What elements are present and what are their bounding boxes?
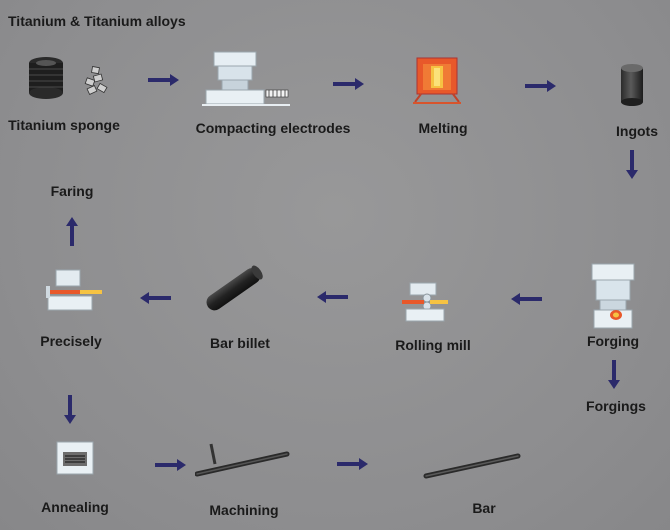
precision-forging-illustration [46, 269, 102, 311]
ingot-illustration [621, 64, 643, 106]
arrow-right-5 [337, 458, 368, 470]
label-ingots: Ingots [616, 123, 658, 139]
label-forging: Forging [586, 333, 640, 349]
label-rolling-mill: Rolling mill [395, 337, 471, 353]
label-annealing: Annealing [41, 499, 109, 515]
bar-illustration [423, 453, 521, 479]
label-bar: Bar [472, 500, 496, 516]
arrow-left-1 [511, 293, 542, 305]
arrow-down-annealing [64, 395, 76, 424]
arrow-left-2 [317, 291, 348, 303]
arrow-left-3 [140, 292, 171, 304]
bar-billet-illustration [206, 265, 263, 311]
arrow-down-ingots [626, 150, 638, 179]
label-machining: Machining [209, 502, 279, 518]
machining-illustration [195, 443, 290, 477]
forging-press-illustration [591, 263, 635, 329]
arrow-right-1 [148, 74, 179, 86]
label-bar-billet: Bar billet [210, 335, 270, 351]
arrow-up-faring [66, 217, 78, 246]
arrow-down-forging [608, 360, 620, 389]
rolling-mill-illustration [402, 282, 448, 322]
label-compacting-electrodes: Compacting electrodes [195, 120, 351, 136]
annealing-furnace-illustration [56, 441, 94, 475]
label-forgings: Forgings [586, 398, 646, 414]
diagram-title: Titanium & Titanium alloys [8, 13, 186, 29]
label-melting: Melting [418, 120, 468, 136]
compacting-press-illustration [202, 51, 290, 106]
melting-furnace-illustration [413, 57, 461, 104]
label-precisely: Precisely [40, 333, 102, 349]
label-titanium-sponge: Titanium sponge [8, 117, 120, 133]
label-faring: Faring [50, 183, 94, 199]
arrow-right-4 [155, 459, 186, 471]
arrow-right-3 [525, 80, 556, 92]
titanium-sponge-illustration [29, 57, 108, 99]
arrow-right-2 [333, 78, 364, 90]
